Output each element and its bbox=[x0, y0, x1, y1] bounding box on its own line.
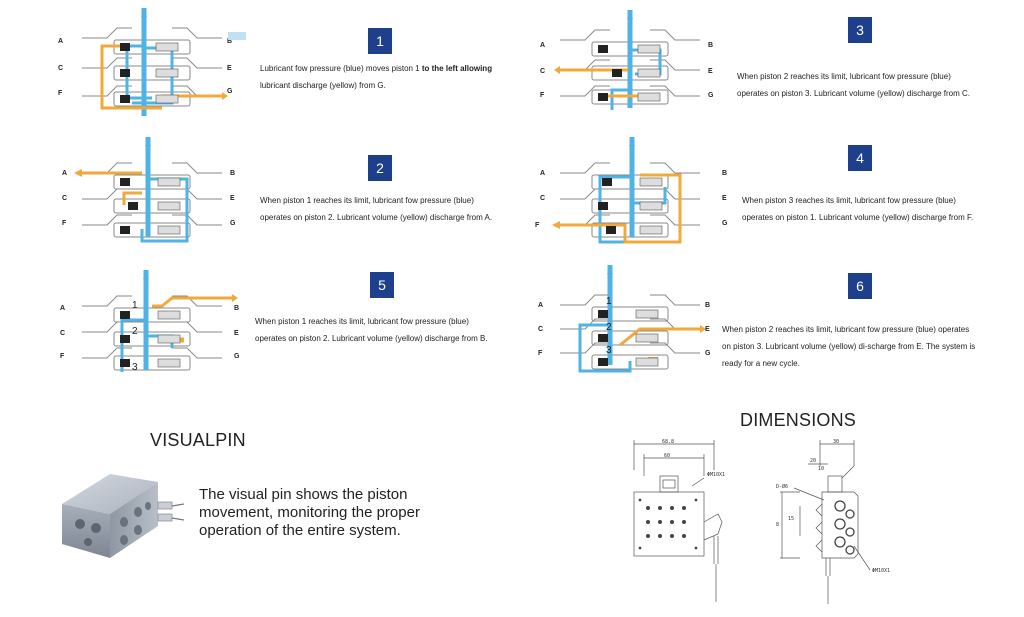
step2-description: When piston 1 reaches its limit, lubrica… bbox=[260, 192, 530, 226]
piston-2-label: 2 bbox=[606, 322, 612, 333]
step4-badge: 4 bbox=[848, 145, 872, 171]
dim-thread-front: ΦM10X1 bbox=[707, 472, 725, 478]
step2-badge: 2 bbox=[368, 155, 392, 181]
step5-diagram bbox=[62, 270, 252, 390]
piston-2-label: 2 bbox=[132, 326, 138, 337]
step4-diagram bbox=[540, 137, 725, 257]
step5-description: When piston 1 reaches its limit, lubrica… bbox=[255, 313, 525, 347]
port-g-label: G bbox=[227, 88, 232, 95]
port-f-label: F bbox=[62, 220, 66, 227]
visualpin-title: VISUALPIN bbox=[150, 430, 246, 451]
port-a-label: A bbox=[538, 302, 543, 309]
highlight-box bbox=[228, 32, 246, 40]
port-b-label: B bbox=[230, 170, 235, 177]
step5-badge: 5 bbox=[370, 272, 394, 298]
port-a-label: A bbox=[540, 170, 545, 177]
step6-badge: 6 bbox=[848, 273, 872, 299]
port-c-label: C bbox=[540, 68, 545, 75]
port-f-label: F bbox=[535, 222, 539, 229]
port-g-label: G bbox=[705, 350, 710, 357]
port-g-label: G bbox=[722, 220, 727, 227]
visualpin-product-image bbox=[58, 462, 188, 562]
port-b-label: B bbox=[234, 305, 239, 312]
port-c-label: C bbox=[60, 330, 65, 337]
port-g-label: G bbox=[708, 92, 713, 99]
port-f-label: F bbox=[58, 90, 62, 97]
dim-port-diameter: D-Ø6 bbox=[776, 484, 788, 490]
step2-diagram bbox=[62, 137, 242, 252]
piston-1-label: 1 bbox=[606, 296, 612, 307]
port-e-label: E bbox=[230, 195, 235, 202]
port-a-label: A bbox=[540, 42, 545, 49]
step1-badge: 1 bbox=[368, 28, 392, 54]
port-f-label: F bbox=[540, 92, 544, 99]
port-e-label: E bbox=[708, 68, 713, 75]
piston-3-label: 3 bbox=[606, 345, 612, 356]
step6-description: When piston 2 reaches its limit, lubrica… bbox=[722, 321, 1017, 372]
dim-thread-side: ΦM10X1 bbox=[872, 568, 890, 574]
port-c-label: C bbox=[540, 195, 545, 202]
port-g-label: G bbox=[234, 353, 239, 360]
dim-pitch: 15 bbox=[788, 516, 794, 522]
dim-width-total: 68.8 bbox=[662, 439, 674, 445]
port-e-label: E bbox=[227, 65, 232, 72]
port-g-label: G bbox=[230, 220, 235, 227]
port-f-label: F bbox=[538, 350, 542, 357]
port-b-label: B bbox=[722, 170, 727, 177]
port-a-label: A bbox=[60, 305, 65, 312]
port-e-label: E bbox=[722, 195, 727, 202]
dim-height: 8 bbox=[776, 522, 779, 528]
port-b-label: B bbox=[705, 302, 710, 309]
port-a-label: A bbox=[62, 170, 67, 177]
step6-diagram bbox=[540, 265, 720, 385]
step1-diagram bbox=[62, 8, 242, 118]
port-c-label: C bbox=[62, 195, 67, 202]
step1-description: Lubricant fow pressure (blue) moves pist… bbox=[260, 60, 520, 94]
dim-side-offset: 10 bbox=[818, 466, 824, 472]
dim-side-depth: 20 bbox=[810, 458, 816, 464]
port-a-label: A bbox=[58, 38, 63, 45]
dim-width-inner: 60 bbox=[664, 453, 670, 459]
dim-side-width: 30 bbox=[833, 439, 839, 445]
step3-description: When piston 2 reaches its limit, lubrica… bbox=[737, 68, 1017, 102]
step3-badge: 3 bbox=[848, 17, 872, 43]
step4-description: When piston 3 reaches its limit, lubrica… bbox=[742, 192, 1012, 226]
port-e-label: E bbox=[705, 326, 710, 333]
piston-3-label: 3 bbox=[132, 362, 138, 373]
piston-1-label: 1 bbox=[132, 300, 138, 311]
port-e-label: E bbox=[234, 330, 239, 337]
dimensions-front-drawing bbox=[622, 436, 742, 608]
port-f-label: F bbox=[60, 353, 64, 360]
dimensions-side-drawing bbox=[770, 436, 890, 608]
port-b-label: B bbox=[708, 42, 713, 49]
step3-diagram bbox=[540, 10, 720, 120]
port-c-label: C bbox=[538, 326, 543, 333]
port-c-label: C bbox=[58, 65, 63, 72]
dimensions-title: DIMENSIONS bbox=[740, 410, 856, 431]
